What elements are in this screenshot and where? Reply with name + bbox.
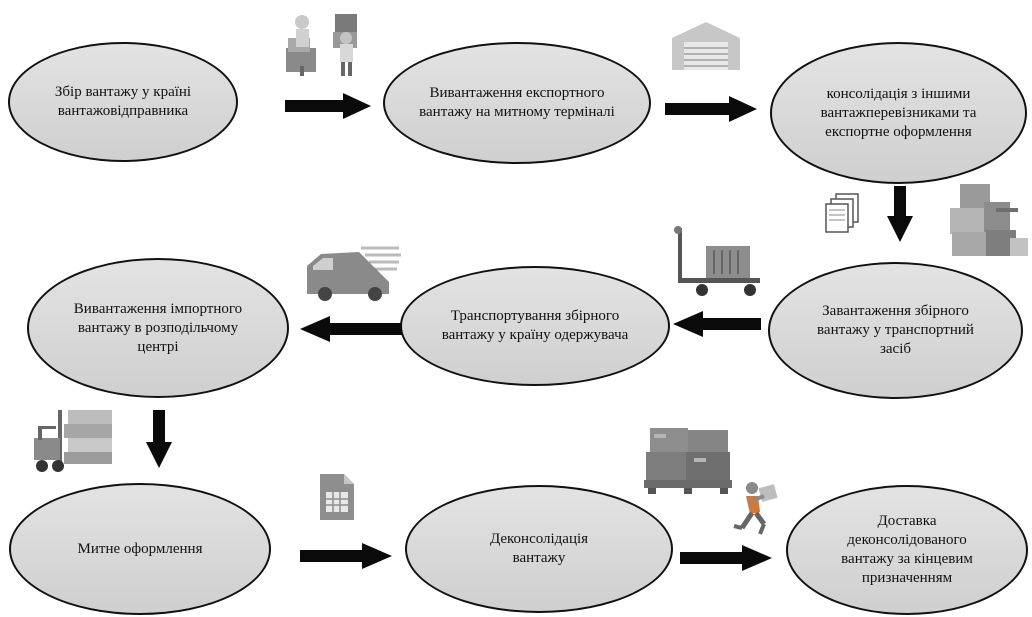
node-import-unloading: Вивантаження імпортного вантажу в розпод…: [27, 258, 289, 398]
node-final-delivery: Доставка деконсолідованого вантажу за кі…: [786, 485, 1028, 615]
node-customs-clearance: Митне оформлення: [9, 483, 271, 615]
node-label: Завантаження збірного вантажу у транспор…: [817, 303, 974, 357]
courier-running-icon: [733, 482, 778, 535]
arrow-down: [146, 410, 172, 468]
node-label: Вивантаження експортного вантажу на митн…: [419, 85, 615, 120]
hand-truck-cargo-icon: [674, 226, 760, 296]
documents-icon: [825, 193, 859, 233]
forklift-icon: [34, 410, 112, 472]
arrow-left: [300, 316, 402, 342]
node-cargo-collection: Збір вантажу у країні вантажовідправника: [8, 42, 238, 162]
arrow-left: [673, 311, 761, 337]
node-label: Транспортування збірного вантажу у країн…: [441, 308, 629, 343]
node-export-unloading: Вивантаження експортного вантажу на митн…: [383, 42, 651, 164]
warehouse-icon: [672, 22, 740, 70]
node-loading-transport: Завантаження збірного вантажу у транспор…: [768, 262, 1023, 399]
pallet-boxes-icon: [644, 428, 732, 494]
delivery-truck-icon: [307, 246, 401, 301]
arrow-right: [680, 545, 772, 571]
arrow-down: [887, 186, 913, 242]
node-consolidation: консолідація з іншими вантажперевізникам…: [770, 42, 1027, 184]
arrow-right: [665, 96, 757, 122]
node-label: консолідація з іншими вантажперевізникам…: [820, 85, 977, 140]
node-label: Доставка деконсолідованого вантажу за кі…: [841, 513, 973, 586]
node-label: Вивантаження імпортного вантажу в розпод…: [73, 300, 243, 355]
arrow-right: [300, 543, 392, 569]
node-label: Деконсолідація вантажу: [489, 531, 589, 566]
node-transportation: Транспортування збірного вантажу у країн…: [400, 266, 670, 386]
node-deconsolidation: Деконсолідація вантажу: [405, 485, 673, 613]
node-label: Збір вантажу у країні вантажовідправника: [54, 84, 192, 119]
arrow-right: [285, 93, 371, 119]
node-label: Митне оформлення: [77, 540, 203, 557]
spreadsheet-icon: [320, 474, 354, 520]
stacked-boxes-icon: [950, 184, 1028, 256]
workers-carrying-boxes-icon: [286, 14, 357, 76]
